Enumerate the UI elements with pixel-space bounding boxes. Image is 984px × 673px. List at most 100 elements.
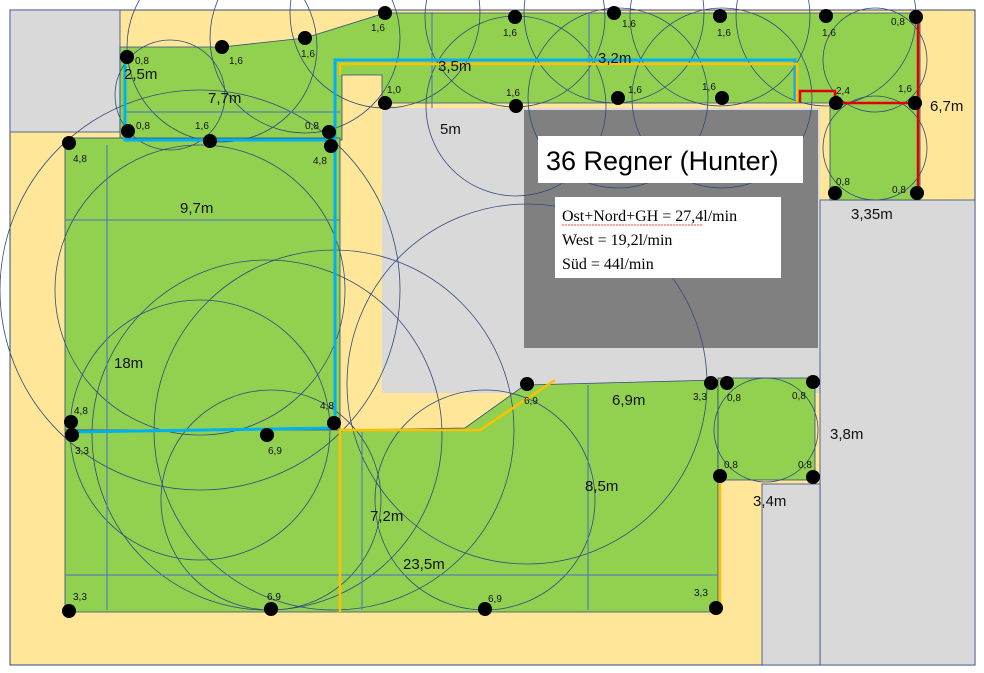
sprinkler: 1,6 — [713, 9, 731, 39]
sprinkler-head — [322, 125, 336, 139]
sprinkler: 0,8 — [792, 375, 820, 402]
sprinkler-head — [715, 91, 729, 105]
sprinkler-head — [478, 602, 492, 616]
sprinkler: 1,6 — [611, 85, 642, 105]
sprinkler-head — [378, 6, 392, 20]
sprinkler-head — [327, 416, 341, 430]
flow-info-line: Ost+Nord+GH = 27,4l/min — [562, 208, 737, 225]
sprinkler: 1,6 — [819, 9, 836, 39]
sprinkler-flow-label: 4,8 — [313, 156, 327, 167]
sprinkler: 0,8 — [798, 460, 820, 484]
sprinkler-head — [806, 470, 820, 484]
sprinkler-flow-label: 2,5m — [124, 66, 157, 83]
spray-arcs-part — [629, 0, 811, 107]
sprinkler-head — [64, 415, 78, 429]
sprinkler-flow-label: 1,6 — [898, 84, 912, 95]
sprinkler-flow-label: 3,35m — [851, 206, 893, 223]
spray-arcs-part — [822, 7, 928, 113]
sprinkler-flow-label: 3,5m — [438, 58, 471, 75]
plan-title: 36 Regner (Hunter) — [546, 146, 779, 176]
sprinkler-flow-label: 1,6 — [229, 56, 243, 67]
sprinkler-flow-label: 3,4m — [753, 493, 786, 510]
sprinkler-head — [908, 96, 922, 110]
sprinkler: 2,4 — [829, 86, 850, 110]
sprinkler-flow-label: 0,8 — [892, 185, 906, 196]
title-box — [538, 136, 803, 183]
sprinkler-head — [121, 124, 135, 138]
sprinkler: 4,8 — [313, 139, 338, 167]
sprinkler-flow-label: 3,3 — [694, 588, 708, 599]
lawn-west — [64, 137, 341, 431]
flow-info-line: West = 19,2l/min — [562, 232, 672, 249]
sprinkler-flow-label: 7,7m — [208, 90, 241, 107]
sprinkler-flow-label: 0,8 — [724, 460, 738, 471]
sprinkler: 1,6 — [371, 6, 392, 34]
spray-arcs-part — [822, 95, 928, 201]
sprinkler: 1,6 — [506, 88, 523, 113]
sprinkler-head — [720, 376, 734, 390]
spray-arcs-part — [114, 39, 226, 151]
sprinkler-flow-label: 1,6 — [822, 28, 836, 39]
sprinklers: 0,8 1,6 1,6 1,6 1,0 0,8 1,6 0,8 4,8 4,8 … — [62, 6, 924, 618]
sprinkler-flow-label: 9,7m — [180, 200, 213, 217]
sprinkler-head — [806, 375, 820, 389]
sprinkler-head — [709, 601, 723, 615]
sprinkler-flow-label: 3,8m — [830, 426, 863, 443]
sprinkler-head — [298, 31, 312, 45]
sprinkler: 1,6 — [898, 84, 922, 110]
sprinkler-flow-label: 2,4 — [836, 86, 850, 97]
sprinkler: 1,6 — [298, 31, 315, 60]
sprinkler: 1,6 — [503, 10, 522, 39]
sprinkler-flow-label: 0,8 — [836, 177, 850, 188]
spray-arcs-part — [713, 377, 819, 483]
sprinkler: 1,6 — [195, 121, 217, 148]
sprinkler-head — [910, 186, 924, 200]
sprinkler-flow-label: 0,8 — [135, 56, 149, 67]
spray-arcs-part — [0, 89, 401, 491]
sprinkler-flow-label: 1,6 — [702, 82, 716, 93]
spray-arcs-part — [631, 7, 813, 189]
sprinkler-head — [65, 428, 79, 442]
sprinkler-flow-label: 0,8 — [891, 17, 905, 28]
sprinkler: 6,9 — [478, 594, 502, 616]
sprinkler-flow-label: 0,8 — [727, 393, 741, 404]
sprinkler-head — [378, 96, 392, 110]
sprinkler: 0,8 — [305, 121, 336, 139]
sprinkler-flow-label: 6,9 — [524, 396, 538, 407]
sprinkler-flow-label: 0,8 — [792, 391, 806, 402]
sprinkler: 3,3 — [693, 376, 718, 403]
pipe-red-1 — [798, 89, 915, 105]
sprinkler-flow-label: 1,6 — [622, 19, 636, 30]
pipe-blue-north-west — [123, 50, 335, 142]
sprinkler-flow-label: 4,8 — [74, 406, 88, 417]
sprinkler: 1,6 — [702, 82, 729, 105]
sprinkler-flow-label: 7,2m — [370, 508, 403, 525]
sprinkler-flow-label: 23,5m — [403, 556, 445, 573]
sprinkler-head — [829, 96, 843, 110]
sprinkler-flow-label: 0,8 — [305, 121, 319, 132]
sprinkler-head — [215, 40, 229, 54]
sprinkler-flow-label: 1,6 — [301, 49, 315, 60]
sprinkler-flow-label: 3,2m — [598, 50, 631, 67]
sprinkler-flow-label: 18m — [114, 355, 143, 372]
sprinkler-flow-label: 6,9m — [612, 392, 645, 409]
sprinkler: 0,8 — [720, 376, 741, 404]
sprinkler-flow-label: 5m — [440, 121, 461, 138]
sprinkler-flow-label: 4,8 — [73, 154, 87, 165]
sprinkler-flow-label: 3,3 — [693, 392, 707, 403]
paved-area-right — [819, 199, 976, 666]
pipe-blue-main — [67, 58, 797, 434]
sprinkler: 6,9 — [520, 377, 538, 407]
sprinkler-flow-label: 1,6 — [506, 88, 520, 99]
sprinkler-head — [62, 604, 76, 618]
sprinkler-flow-label: 1,6 — [195, 121, 209, 132]
sprinkler: 4,8 — [64, 406, 88, 429]
sprinkler-head — [611, 91, 625, 105]
sprinkler: 0,8 — [828, 177, 850, 200]
sprinkler-flow-label: 1,0 — [387, 85, 401, 96]
sprinkler: 0,8 — [120, 50, 149, 67]
sprinkler: 0,8 — [891, 10, 923, 28]
sprinkler: 0,8 — [121, 121, 150, 138]
sprinkler-head — [509, 99, 523, 113]
